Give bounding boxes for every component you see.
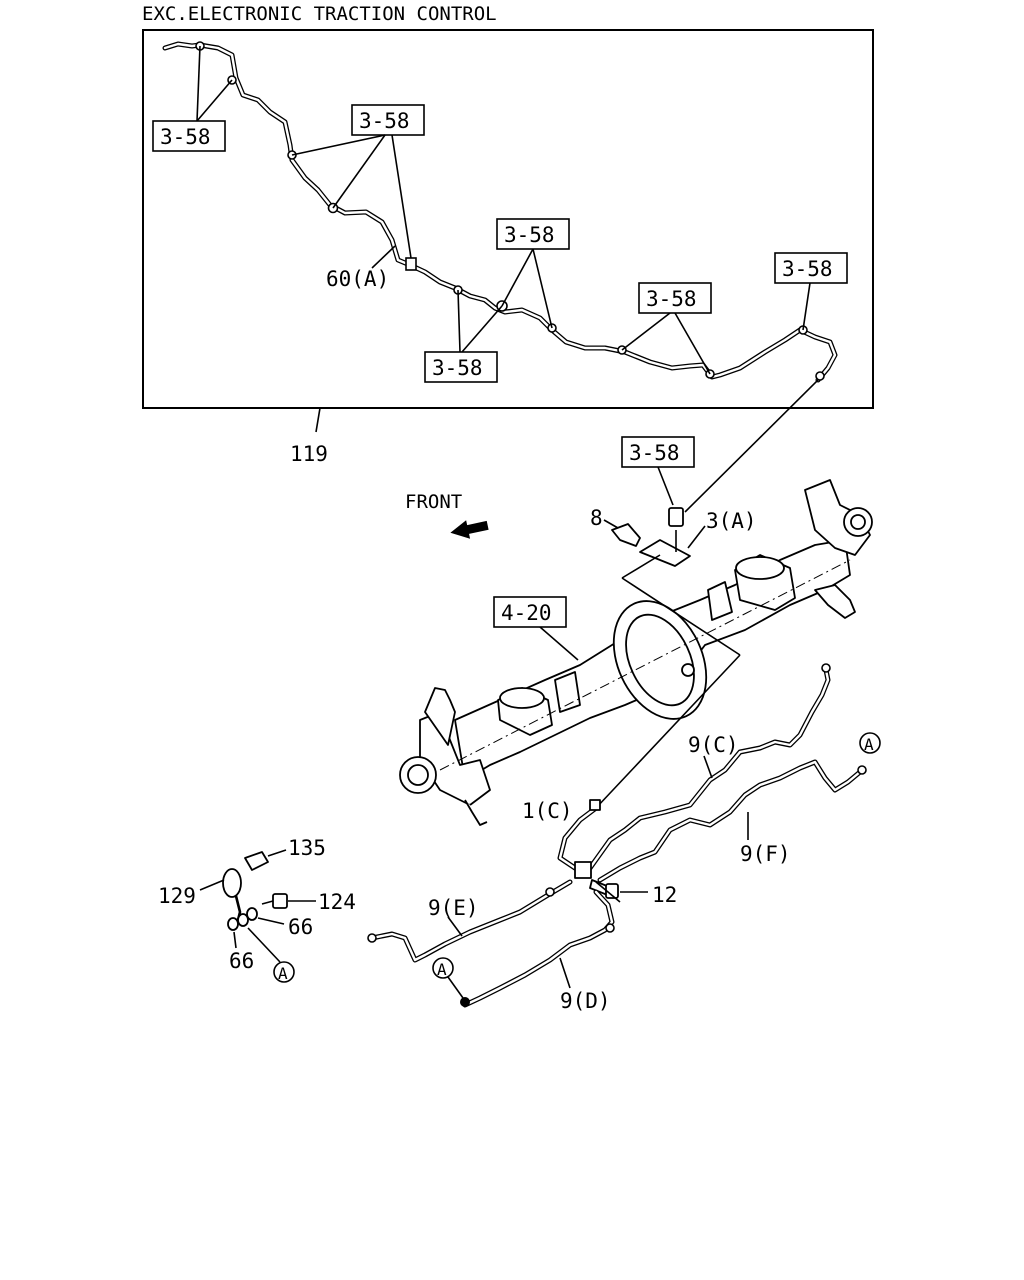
label-3a: 3(A) <box>706 509 757 533</box>
brake-hose-129 <box>222 868 242 921</box>
svg-text:3-58: 3-58 <box>646 287 697 311</box>
label-66-right: 66 <box>288 915 313 939</box>
label-9e: 9(E) <box>428 896 479 920</box>
bolt-124 <box>261 893 288 909</box>
leader-119 <box>315 407 321 433</box>
connector-line <box>684 379 819 513</box>
connector-a-icon-right: A <box>859 732 881 754</box>
ref-leader-lines <box>196 45 811 661</box>
ref-box-3-58-top-left: 3-58 <box>152 120 226 152</box>
brake-pipe-9f <box>597 759 867 883</box>
junction-block <box>574 861 592 879</box>
svg-text:A: A <box>278 964 288 983</box>
brake-pipe-9c <box>587 663 831 871</box>
brake-pipe-60a <box>162 41 838 383</box>
front-arrow-icon <box>450 520 489 539</box>
label-66-left: 66 <box>229 949 254 973</box>
ref-box-3-58-center-right: 3-58 <box>638 282 712 314</box>
svg-text:3-58: 3-58 <box>160 125 211 149</box>
leader-60a <box>371 245 396 269</box>
label-129: 129 <box>158 884 196 908</box>
svg-text:4-20: 4-20 <box>501 601 552 625</box>
label-135: 135 <box>288 836 326 860</box>
brake-pipe-9d <box>460 889 615 1008</box>
svg-text:3-58: 3-58 <box>782 257 833 281</box>
connector-a-icon-left: A <box>247 927 295 983</box>
leader-8 <box>603 519 619 529</box>
ref-box-3-58-right: 3-58 <box>774 252 848 284</box>
pipe-clip-icons <box>195 41 825 381</box>
bolt-12 <box>589 879 619 899</box>
svg-text:3-58: 3-58 <box>432 356 483 380</box>
label-119: 119 <box>290 442 328 466</box>
washer-66-left <box>227 913 249 931</box>
svg-text:A: A <box>864 735 874 754</box>
svg-text:3-58: 3-58 <box>359 109 410 133</box>
ref-box-3-58-top-middle: 3-58 <box>351 104 425 136</box>
axle-center-line <box>439 559 851 771</box>
svg-text:A: A <box>437 960 447 979</box>
label-12: 12 <box>652 883 677 907</box>
brake-pipe-9e <box>367 879 573 963</box>
label-9f: 9(F) <box>740 842 791 866</box>
washer-66-right <box>246 907 258 921</box>
svg-text:3-58: 3-58 <box>504 223 555 247</box>
connector-a-icon-bottom: A <box>432 957 464 999</box>
ref-box-3-58-bolt: 3-58 <box>621 436 695 468</box>
brake-hose-1c <box>557 799 601 879</box>
label-8: 8 <box>590 506 603 530</box>
leader-3a <box>687 525 706 549</box>
ref-box-3-58-lower-left: 3-58 <box>424 351 498 383</box>
clip-8 <box>611 523 641 547</box>
svg-text:3-58: 3-58 <box>629 441 680 465</box>
label-9d: 9(D) <box>560 989 611 1013</box>
clip-135 <box>244 851 269 871</box>
rear-axle-housing <box>399 479 873 826</box>
bolt-icon <box>668 507 684 527</box>
diagram-title: EXC.ELECTRONIC TRACTION CONTROL <box>142 3 497 25</box>
label-60a: 60(A) <box>326 267 389 291</box>
front-label: FRONT <box>405 491 462 513</box>
ref-box-4-20-axle: 4-20 <box>493 596 567 628</box>
label-9c: 9(C) <box>688 733 739 757</box>
label-1c: 1(C) <box>522 799 573 823</box>
ref-box-3-58-center: 3-58 <box>496 218 570 250</box>
bracket-3a <box>639 507 691 567</box>
label-124: 124 <box>318 890 356 914</box>
inset-frame <box>142 29 874 409</box>
